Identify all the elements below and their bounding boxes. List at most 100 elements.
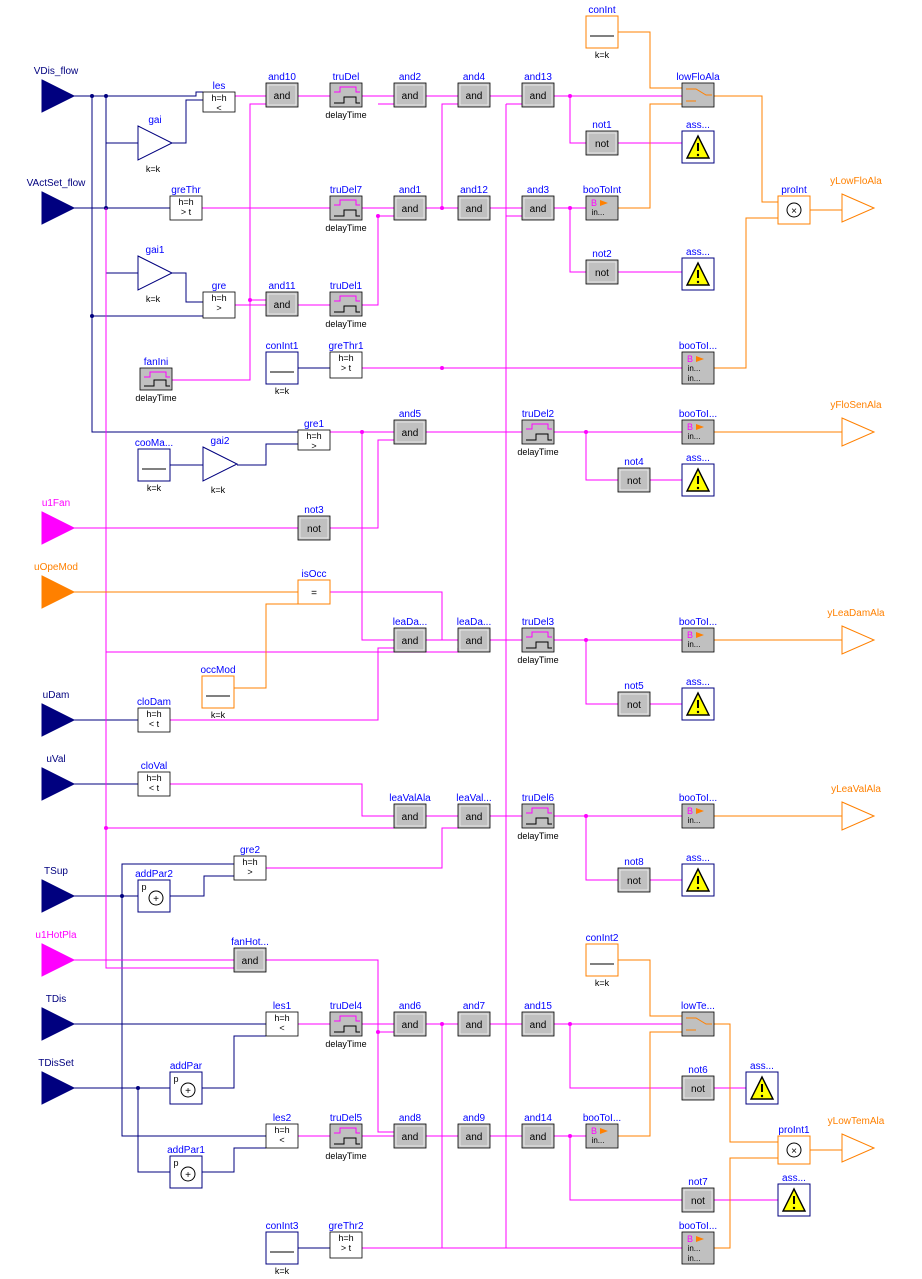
block-leaDa2[interactable]: leaDa...and — [457, 617, 491, 653]
input-port-udam[interactable]: uDam — [41, 690, 76, 737]
block-lowFloAla[interactable]: lowFloAla — [676, 72, 720, 108]
input-port-vact[interactable]: VActSet_flow — [27, 178, 87, 225]
output-port-yflosen[interactable]: yFloSenAla — [830, 400, 882, 447]
block-ass7[interactable]: ass... — [777, 1173, 811, 1217]
block-isOcc[interactable]: isOcc= — [297, 569, 331, 605]
output-port-ylowflo[interactable]: yLowFloAla — [830, 176, 882, 223]
input-port-tdisset[interactable]: TDisSet — [38, 1058, 76, 1105]
block-cooMa[interactable]: cooMa...k=k — [135, 438, 173, 493]
block-ass4[interactable]: ass... — [681, 453, 715, 497]
input-port-u1hotpla[interactable]: u1HotPla — [35, 930, 77, 977]
block-booToInt[interactable]: booToIntBin... — [583, 185, 622, 221]
block-ass2[interactable]: ass... — [681, 247, 715, 291]
input-port-u1fan[interactable]: u1Fan — [41, 498, 76, 545]
block-leaDa1[interactable]: leaDa...and — [393, 617, 427, 653]
block-booToI6[interactable]: booToI...Bin...in... — [679, 1221, 717, 1265]
block-ass5[interactable]: ass... — [681, 677, 715, 721]
block-lowTe[interactable]: lowTe... — [681, 1001, 715, 1037]
block-ass1[interactable]: ass... — [681, 120, 715, 164]
block-booToI2[interactable]: booToI...Bin... — [679, 409, 717, 445]
multiply-icon — [786, 202, 802, 218]
input-port-tdis[interactable]: TDis — [41, 994, 76, 1041]
input-port-uval[interactable]: uVal — [41, 754, 76, 801]
input-port-uopemod[interactable]: uOpeMod — [34, 562, 78, 609]
input-port-tsup[interactable]: TSup — [41, 866, 76, 913]
input-port-vdis[interactable]: VDis_flow — [34, 66, 79, 113]
output-label: yLeaValAla — [831, 784, 881, 795]
junction-dot — [568, 206, 572, 210]
block-proInt1[interactable]: proInt1× — [777, 1125, 811, 1165]
block-leaVal[interactable]: leaVal...and — [456, 793, 492, 829]
block-name: and10 — [268, 72, 296, 83]
block-body — [265, 82, 299, 108]
output-port-yleadam[interactable]: yLeaDamAla — [827, 608, 885, 655]
output-port-ylowtem[interactable]: yLowTemAla — [828, 1116, 885, 1163]
output-port-yleaval[interactable]: yLeaValAla — [831, 784, 881, 831]
block-fanHot[interactable]: fanHot...and — [231, 937, 269, 973]
block-ass6[interactable]: ass... — [745, 1061, 779, 1105]
block-proInt[interactable]: proInt× — [777, 185, 811, 225]
block-booToI4[interactable]: booToI...Bin... — [679, 793, 717, 829]
block-booToI1[interactable]: booToI...Bin...in... — [679, 341, 717, 385]
block-ass8[interactable]: ass... — [681, 853, 715, 897]
block-booToI3[interactable]: booToI...Bin... — [679, 617, 717, 653]
block-name: booToInt — [583, 185, 622, 196]
block-booToI5[interactable]: booToI...Bin... — [583, 1113, 621, 1149]
